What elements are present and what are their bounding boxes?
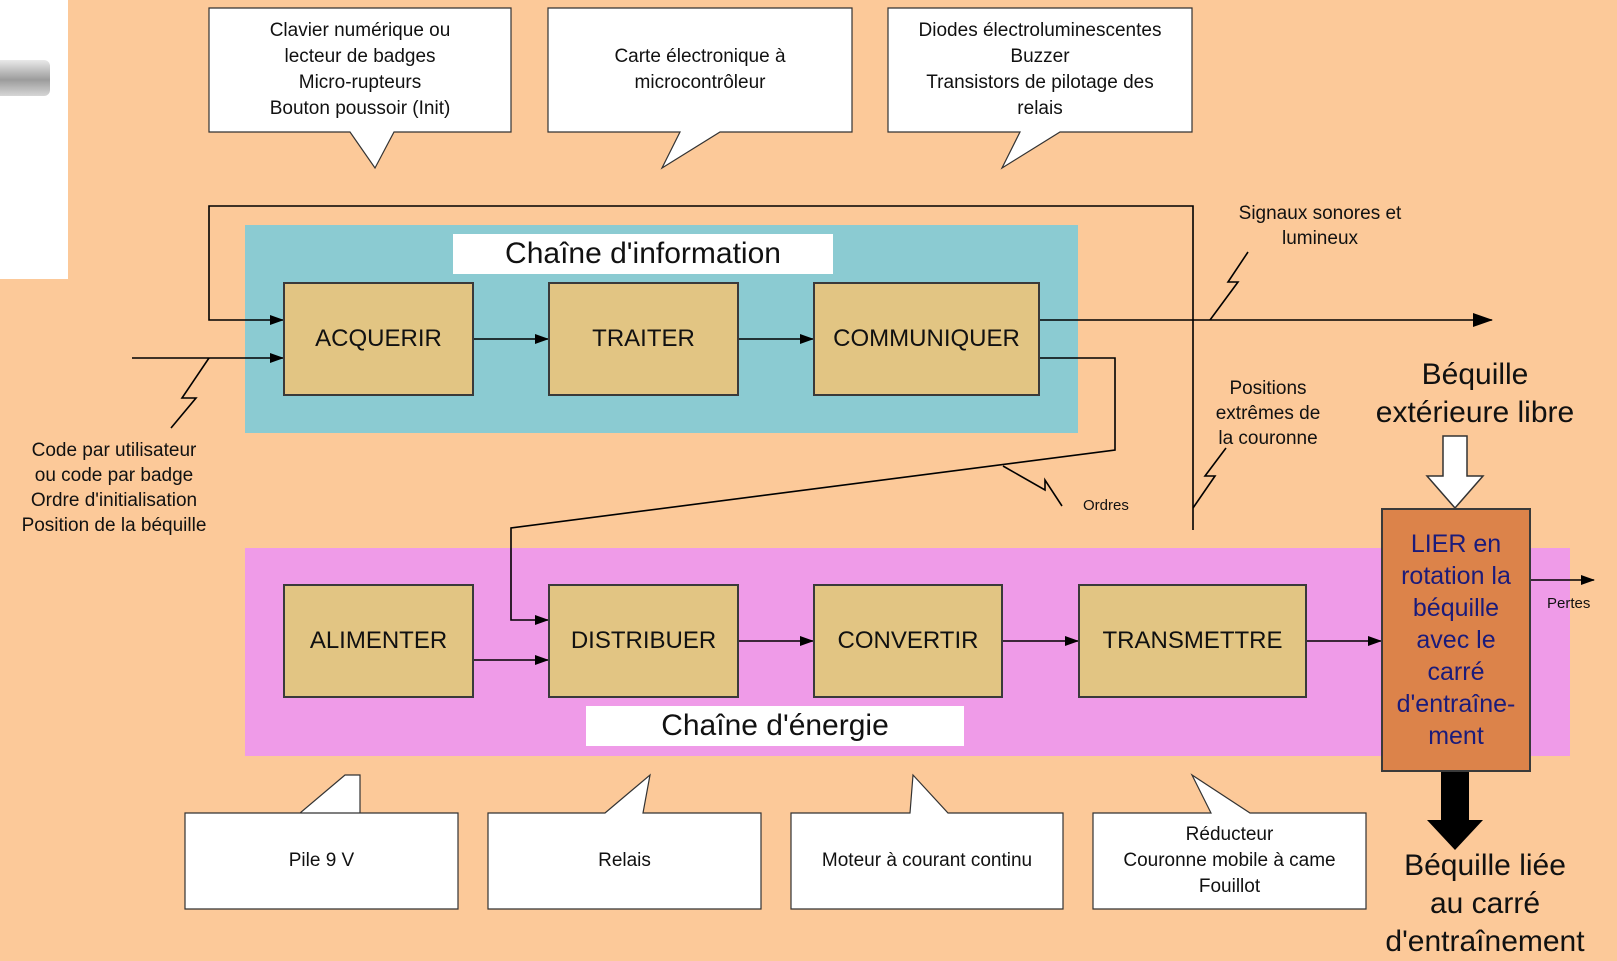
callout-line: Couronne mobile à came [1123, 850, 1336, 871]
block-lier: LIER en rotation la béquille avec le car… [1381, 508, 1531, 772]
callout-traiter-bubble [547, 7, 853, 170]
callout-traiter-text: Carte électronique à microcontrôleur [548, 8, 852, 132]
positions-label: Positions extrêmes de la couronne [1188, 376, 1348, 451]
input-zigzag [170, 357, 210, 429]
callout-convertir-bubble [790, 773, 1064, 910]
callout-line: Diodes électroluminescentes [918, 20, 1162, 41]
ordres-label: Ordres [1083, 497, 1129, 514]
callout-acquerir-bubble [208, 7, 512, 170]
callout-convertir-text: Moteur à courant continu [791, 813, 1063, 909]
lier-line: rotation la [1401, 562, 1511, 590]
callout-line: lecteur de badges [284, 46, 436, 67]
lier-line: d'entraîne- [1396, 690, 1516, 718]
block-convertir: CONVERTIR [813, 584, 1003, 698]
callout-communiquer-bubble [887, 7, 1193, 170]
input-label: Code par utilisateur ou code par badge O… [0, 438, 228, 538]
positions-label-line: extrêmes de [1215, 403, 1321, 424]
signals-label-line: Signaux sonores et [1238, 203, 1402, 224]
block-transmettre: TRANSMETTRE [1078, 584, 1307, 698]
callout-distribuer-bubble [487, 773, 762, 910]
callout-line: Bouton poussoir (Init) [269, 98, 451, 119]
bequille-out-label: Béquille liée au carré d'entraînement [1355, 847, 1615, 961]
callout-line: Buzzer [1010, 46, 1070, 67]
input-label-line: Code par utilisateur [31, 440, 197, 461]
lier-line: LIER en [1410, 530, 1502, 558]
block-acquerir: ACQUERIR [283, 282, 474, 396]
callout-line: Moteur à courant continu [821, 850, 1033, 871]
lier-line: avec le [1416, 626, 1496, 654]
block-traiter: TRAITER [548, 282, 739, 396]
callout-line: Pile 9 V [288, 850, 355, 871]
callout-line: relais [1017, 98, 1063, 119]
input-label-line: Position de la béquille [21, 515, 207, 536]
signals-label-line: lumineux [1281, 228, 1359, 249]
callout-line: Relais [598, 850, 651, 871]
callout-transmettre-text: Réducteur Couronne mobile à came Fouillo… [1093, 813, 1366, 909]
ordres-zigzag [1002, 465, 1063, 507]
ordres-line [510, 357, 1116, 625]
bequille-out-line: au carré [1429, 887, 1541, 920]
input-block-arrow [1425, 435, 1485, 510]
positions-label-line: Positions [1229, 378, 1307, 399]
callout-line: Fouillot [1198, 876, 1261, 897]
pertes-label: Pertes [1547, 595, 1591, 612]
callout-communiquer-text: Diodes électroluminescentes Buzzer Trans… [888, 8, 1192, 132]
callout-distribuer-text: Relais [488, 813, 761, 909]
energy-chain-title: Chaîne d'énergie [586, 706, 964, 746]
lier-line: béquille [1412, 594, 1500, 622]
block-alimenter: ALIMENTER [283, 584, 474, 698]
bequille-out-line: Béquille liée [1404, 849, 1566, 882]
lier-line: carré [1427, 658, 1485, 686]
callout-line: Réducteur [1185, 824, 1274, 845]
positions-label-line: la couronne [1218, 428, 1318, 449]
block-distribuer: DISTRIBUER [548, 584, 739, 698]
output-block-arrow [1427, 772, 1483, 850]
lock-cylinder-image [0, 60, 50, 96]
bequille-in-line: extérieure libre [1375, 396, 1575, 429]
positions-zigzag [1192, 447, 1227, 509]
block-communiquer: COMMUNIQUER [813, 282, 1040, 396]
input-label-line: Ordre d'initialisation [30, 490, 198, 511]
callout-alimenter-text: Pile 9 V [185, 813, 458, 909]
lier-line: ment [1428, 722, 1484, 750]
callout-line: Carte électronique à [614, 46, 786, 67]
bequille-in-label: Béquille extérieure libre [1345, 356, 1605, 432]
input-label-line: ou code par badge [34, 465, 194, 486]
callout-line: Clavier numérique ou [269, 20, 451, 41]
callout-line: Micro-rupteurs [298, 72, 422, 93]
callout-transmettre-bubble [1092, 773, 1367, 910]
callout-alimenter-bubble [184, 774, 459, 910]
feedback-line [208, 205, 1194, 530]
signals-label: Signaux sonores et lumineux [1210, 201, 1430, 251]
signals-zigzag [1209, 251, 1249, 321]
info-chain-title: Chaîne d'information [453, 234, 833, 274]
callout-acquerir-text: Clavier numérique ou lecteur de badges M… [209, 8, 511, 132]
lock-photo [0, 0, 68, 279]
callout-line: Transistors de pilotage des [926, 72, 1154, 93]
callout-line: microcontrôleur [634, 72, 766, 93]
bequille-out-line: d'entraînement [1385, 925, 1585, 958]
bequille-in-line: Béquille [1421, 358, 1529, 391]
